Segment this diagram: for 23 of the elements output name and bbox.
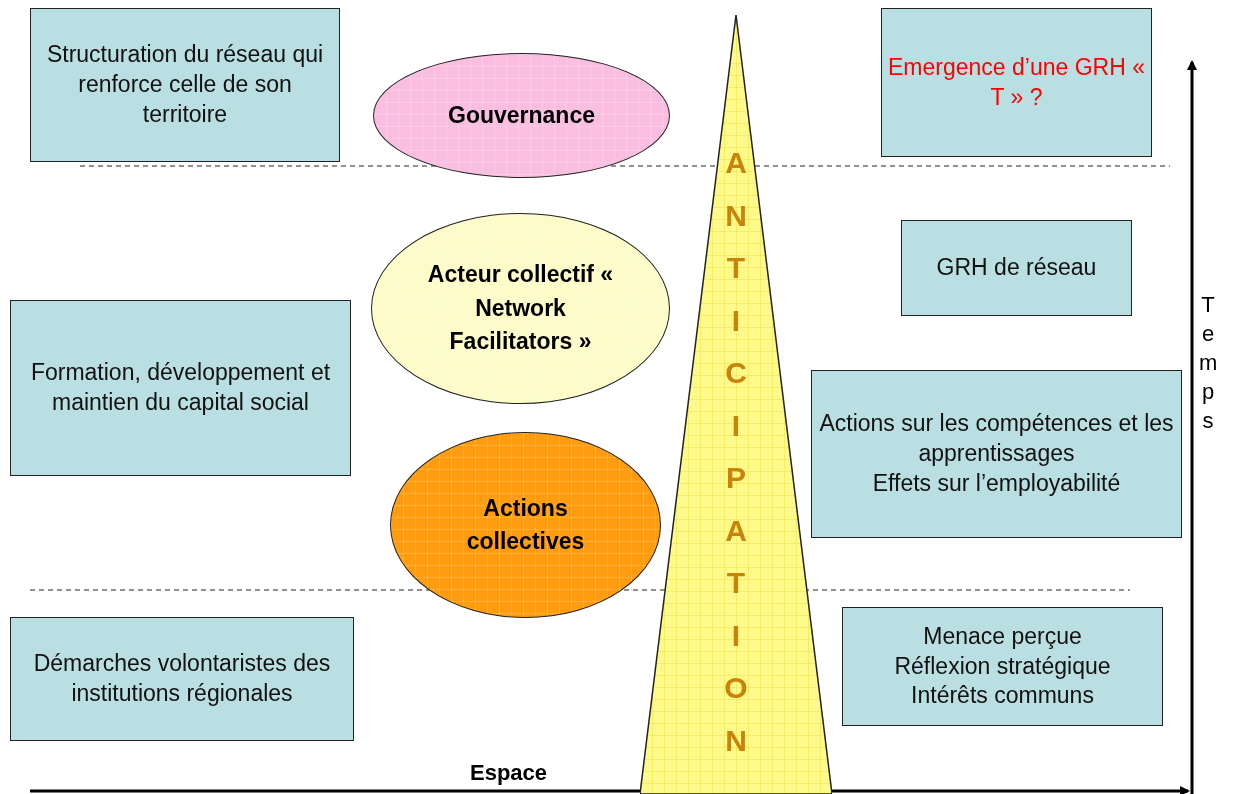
text-box [881, 8, 1152, 157]
node-text: Actions collectives [465, 493, 586, 556]
node-text: Démarches volontaristes des institutions régionales [32, 649, 332, 708]
node-text: Acteur collectif « Network Facilitators » [426, 260, 615, 357]
axis-label: Temps [1199, 291, 1217, 435]
node-text: GRH de réseau [936, 253, 1097, 283]
node-text: Réflexion stratégique [894, 651, 1111, 681]
text-box [842, 607, 1163, 726]
node-text: Gouvernance [448, 100, 595, 130]
node-text: Emergence d’une GRH « T » ? [888, 52, 1145, 112]
vertical-label: ANTICIPATION [724, 145, 748, 759]
node-text: Menace perçue [923, 621, 1082, 651]
axis-label: Espace [470, 760, 548, 786]
text-box [10, 300, 351, 476]
node-text: Actions sur les compétences et les apprentissages [818, 409, 1175, 469]
text-box [901, 220, 1132, 316]
text-box [811, 370, 1182, 538]
text-box [10, 617, 354, 741]
text-box [30, 8, 340, 162]
node-text: Effets sur l’employabilité [872, 468, 1121, 498]
node-text: Structuration du réseau qui renforce celle de son territoire [45, 40, 325, 129]
node-text: Formation, développement et maintien du capital social [29, 358, 332, 417]
node-text: Intérêts communs [911, 681, 1094, 711]
